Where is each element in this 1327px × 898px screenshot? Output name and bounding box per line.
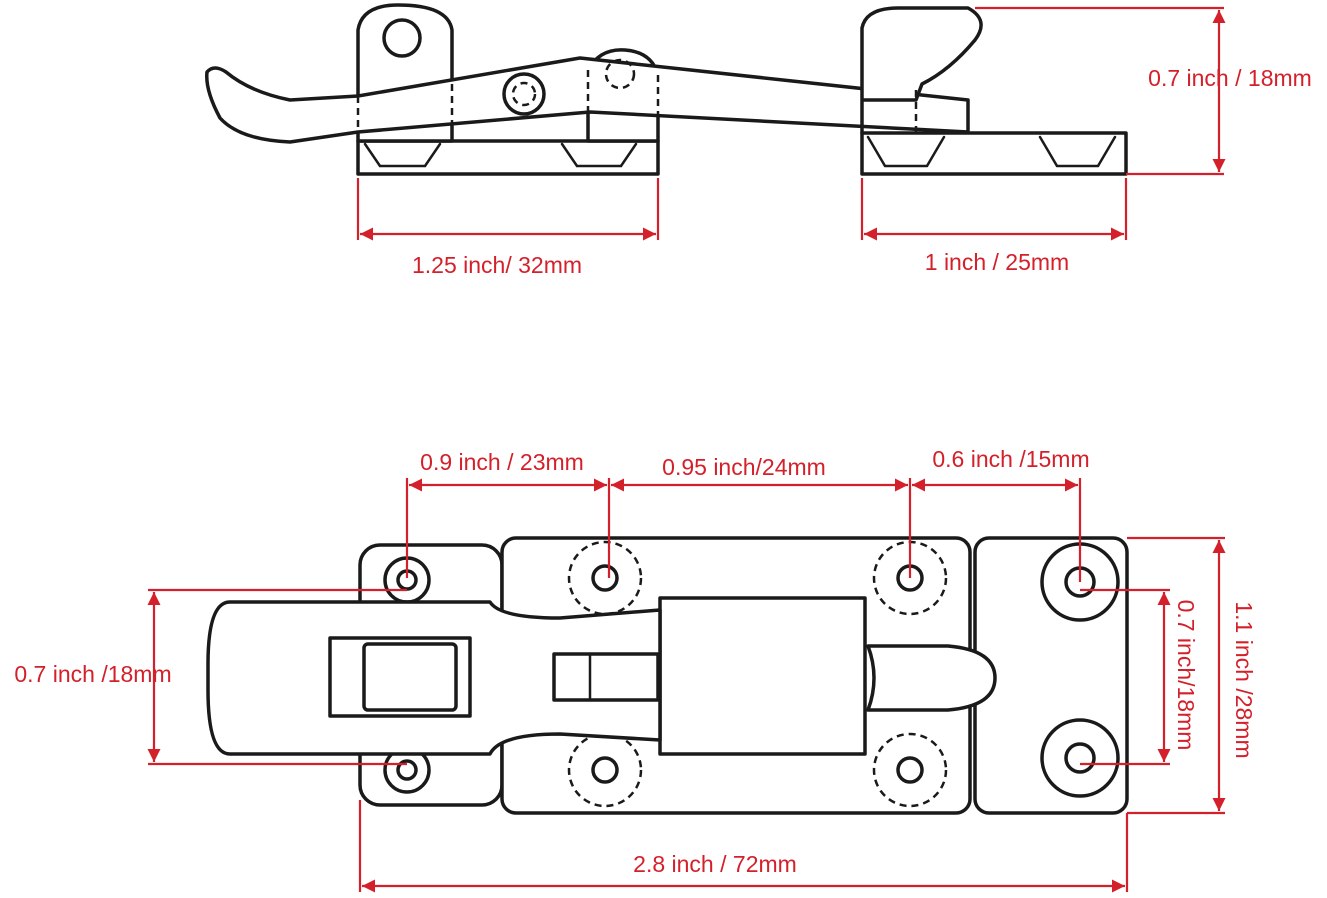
label-keeper-hole-spacing: 0.7 inch/18mm xyxy=(1173,600,1199,751)
label-left-base-width: 1.25 inch/ 32mm xyxy=(412,252,582,278)
keeper-hook-tip xyxy=(866,644,997,712)
right-base-countersinks xyxy=(866,135,1117,168)
side-view-latch xyxy=(205,3,1128,176)
label-hole-spacing-2: 0.95 inch/24mm xyxy=(662,454,826,480)
keeper-plate xyxy=(973,536,1129,815)
latch-tongue xyxy=(552,652,660,702)
left-post-pin-hole xyxy=(382,18,422,58)
body-hole-4-hidden xyxy=(872,732,948,808)
latch-slot xyxy=(658,596,867,756)
label-handle-width: 0.7 inch /18mm xyxy=(14,661,171,687)
body-hole-4 xyxy=(896,756,924,784)
label-overall-height: 1.1 inch /28mm xyxy=(1231,601,1257,758)
top-view-dimensions xyxy=(147,478,1226,893)
keeper-hole-bottom xyxy=(1064,742,1096,774)
left-plate-hole-bottom xyxy=(396,759,418,781)
pivot-pin xyxy=(502,72,546,116)
body-hole-1-hidden xyxy=(567,540,643,616)
side-view-dimensions xyxy=(356,6,1226,241)
handle-grip-inner xyxy=(362,642,458,712)
keeper-hole-bottom-outer xyxy=(1040,718,1120,798)
hinge-pin-hidden xyxy=(604,58,636,90)
label-hole-spacing-1: 0.9 inch / 23mm xyxy=(420,449,584,475)
body-hole-2 xyxy=(591,756,619,784)
label-right-base-width: 1 inch / 25mm xyxy=(925,249,1069,275)
label-overall-length: 2.8 inch / 72mm xyxy=(633,851,797,877)
left-base-countersinks xyxy=(363,142,638,168)
top-view-latch xyxy=(206,536,1129,815)
right-base-plate xyxy=(860,131,1128,176)
label-side-height: 0.7 inch / 18mm xyxy=(1148,65,1312,91)
left-base-plate xyxy=(356,139,660,176)
body-hole-1 xyxy=(591,564,619,592)
pivot-pin-hidden xyxy=(511,81,537,107)
label-hole-spacing-3: 0.6 inch /15mm xyxy=(932,446,1089,472)
keeper-hook xyxy=(860,6,983,135)
